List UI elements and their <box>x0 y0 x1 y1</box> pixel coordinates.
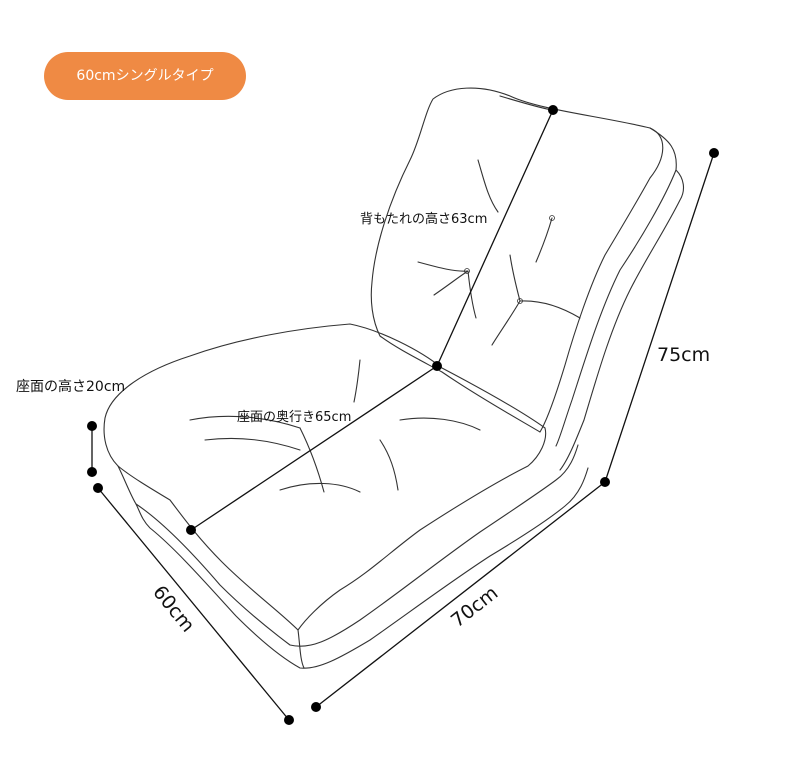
endpoint-dot <box>284 715 294 725</box>
length-line <box>315 481 606 708</box>
seat-height-label: 座面の高さ20cm <box>16 379 126 395</box>
endpoint-dot <box>311 702 321 712</box>
seat-depth-label: 座面の奥行き65cm <box>237 410 352 425</box>
endpoint-dot <box>87 421 97 431</box>
endpoint-dot <box>600 477 610 487</box>
seat-depth-line <box>190 365 438 531</box>
endpoint-dot <box>186 525 196 535</box>
chair-outline <box>103 87 685 669</box>
size-badge: 60cmシングルタイプ <box>44 52 246 100</box>
backrest-height-line <box>436 109 554 367</box>
total-height-line <box>604 152 715 483</box>
dimension-endpoints <box>87 105 719 725</box>
total-height-label: 75cm <box>657 344 711 366</box>
endpoint-dot <box>709 148 719 158</box>
width-line <box>97 487 290 721</box>
endpoint-dot <box>93 483 103 493</box>
backrest-height-label: 背もたれの高さ63cm <box>360 212 488 227</box>
endpoint-dot <box>87 467 97 477</box>
dimension-lines <box>91 109 715 721</box>
endpoint-dot <box>548 105 558 115</box>
endpoint-dot <box>432 361 442 371</box>
